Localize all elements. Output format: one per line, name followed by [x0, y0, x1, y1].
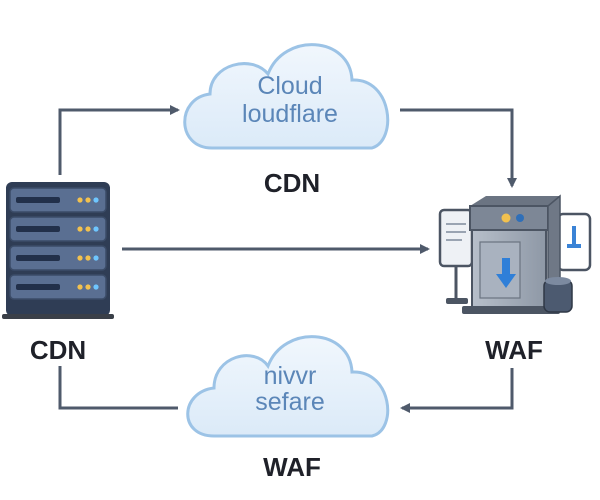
waf-device-label: WAF: [485, 335, 543, 365]
connection-arrows: [58, 105, 517, 413]
bottom-cloud-line2: sefare: [255, 388, 324, 416]
arrow-waf-to-bottom-cloud: [400, 368, 514, 413]
server-label: CDN: [29, 335, 87, 365]
top-cloud-label: CDN: [263, 168, 321, 198]
cloud-icon-top: Cloud loudflare: [183, 43, 390, 150]
arrow-server-to-top-cloud: [58, 105, 180, 175]
arrow-top-cloud-to-waf: [400, 108, 517, 188]
cloud-icon-bottom: nivvr sefare: [186, 335, 390, 438]
arrow-bottom-cloud-to-server: [58, 366, 178, 410]
firewall-appliance-icon: [438, 194, 592, 314]
server-rack-icon: [2, 182, 114, 319]
bottom-cloud-label: WAF: [263, 452, 321, 482]
top-cloud-line2: loudflare: [242, 100, 338, 128]
top-cloud-line1: Cloud: [257, 72, 322, 100]
bottom-cloud-line1: nivvr: [264, 362, 317, 390]
